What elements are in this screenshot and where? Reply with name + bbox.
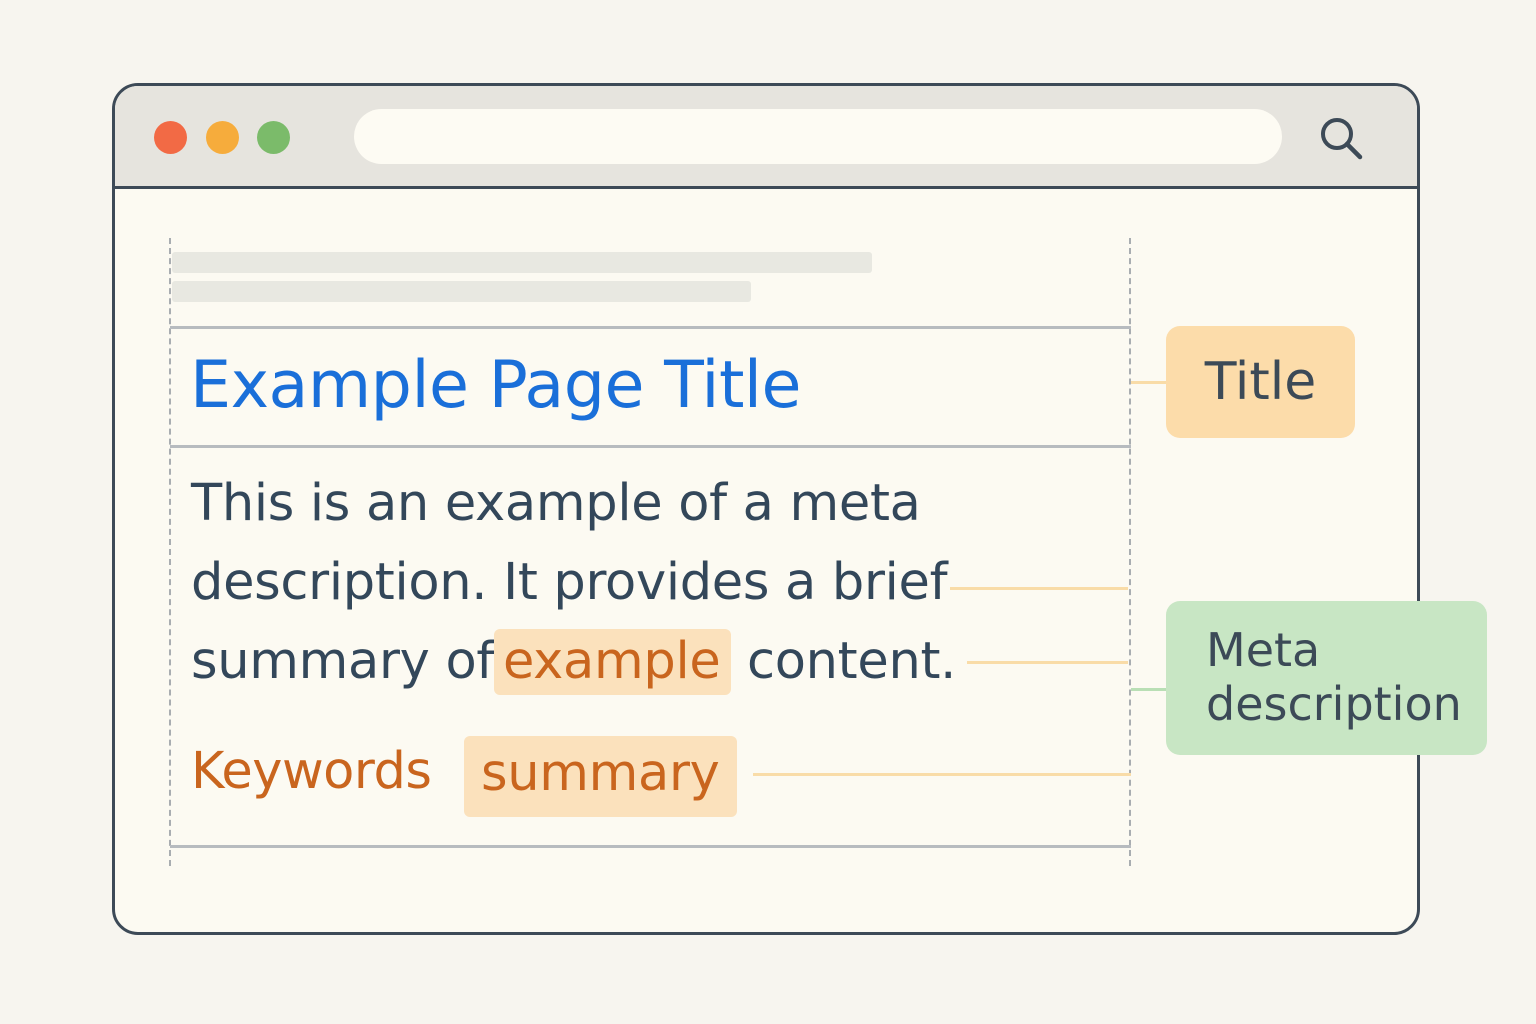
page-title-link[interactable]: Example Page Title [190, 348, 801, 423]
keyword-highlight-text: summary [481, 744, 720, 803]
meta-description-line: This is an example of a meta [191, 474, 921, 533]
skeleton-line [172, 252, 872, 273]
meta-connector-line [1131, 688, 1167, 691]
meta-description-line: description. It provides a brief [191, 553, 948, 612]
keyword-highlight-text: example [503, 632, 721, 691]
browser-titlebar [115, 86, 1417, 189]
title-top-divider [170, 326, 1131, 329]
right-guide-line [1129, 238, 1131, 866]
browser-window [112, 83, 1420, 935]
keywords-connector-line [753, 773, 1131, 776]
meta-description-line: summary of [191, 632, 495, 691]
search-icon[interactable] [1315, 112, 1371, 168]
title-annotation-tag: Title [1166, 326, 1355, 438]
close-window-button[interactable] [154, 121, 187, 154]
meta-description-annotation-tag: Meta description [1166, 601, 1487, 755]
title-connector-line [1131, 381, 1167, 384]
maximize-window-button[interactable] [257, 121, 290, 154]
keywords-label: Keywords [191, 742, 432, 801]
meta-description-tail: content. [747, 632, 957, 691]
keyword-highlight [464, 736, 737, 817]
meta-annotation-text: description [1206, 677, 1462, 731]
keyword-highlight [494, 629, 731, 695]
meta-annotation-text: Meta [1206, 623, 1321, 677]
description-connector-line [967, 661, 1128, 664]
description-connector-line [950, 587, 1128, 590]
title-bottom-divider [170, 445, 1131, 448]
title-annotation-text: Title [1204, 352, 1317, 412]
left-guide-line [169, 238, 171, 866]
minimize-window-button[interactable] [206, 121, 239, 154]
address-bar[interactable] [354, 109, 1282, 164]
result-bottom-divider [170, 845, 1131, 848]
skeleton-line [172, 281, 751, 302]
